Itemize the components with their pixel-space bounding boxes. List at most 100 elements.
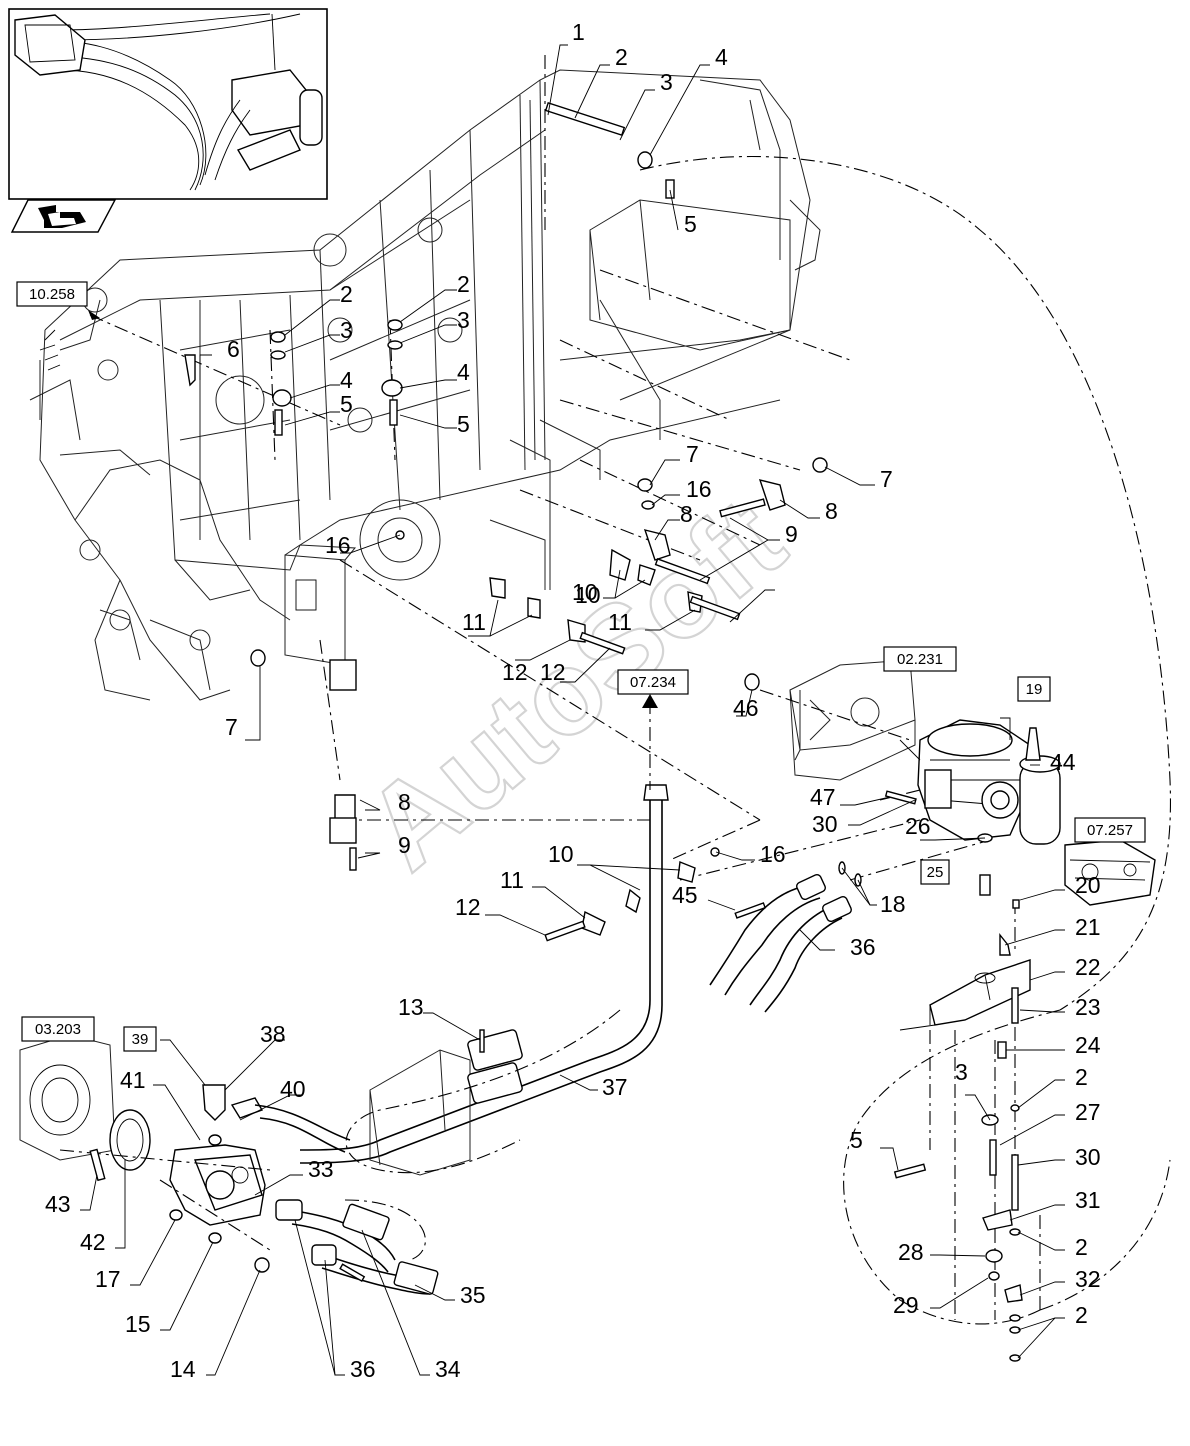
- reference-box-label: 19: [1026, 681, 1043, 698]
- callout-42: 42: [80, 1229, 106, 1255]
- callout-27: 27: [1075, 1099, 1101, 1125]
- callout-28: 28: [898, 1239, 924, 1265]
- callout-33: 33: [308, 1156, 334, 1182]
- callout-12: 12: [540, 659, 566, 685]
- hydraulic-pump-assembly: [899, 719, 1061, 845]
- callout-44: 44: [1050, 749, 1076, 775]
- reference-box-label: 25: [927, 864, 944, 881]
- callout-3: 3: [457, 307, 470, 333]
- callout-24: 24: [1075, 1032, 1101, 1058]
- reference-box-label: 07.234: [630, 674, 676, 691]
- callout-16: 16: [686, 476, 712, 502]
- callout-5: 5: [684, 211, 697, 237]
- callout-5: 5: [850, 1127, 863, 1153]
- mounting-plate-02-231: [789, 659, 916, 781]
- callout-8: 8: [825, 498, 838, 524]
- callout-16: 16: [760, 841, 786, 867]
- reference-box-03-203[interactable]: 03.203: [21, 1016, 95, 1042]
- gear-pump-lower-left: [19, 1034, 266, 1226]
- callout-2: 2: [340, 281, 353, 307]
- callout-20: 20: [1075, 872, 1101, 898]
- callout-36: 36: [350, 1356, 376, 1382]
- callout-4: 4: [715, 44, 728, 70]
- fasteners: [89, 101, 1023, 1362]
- callout-16: 16: [325, 532, 351, 558]
- callout-31: 31: [1075, 1187, 1101, 1213]
- callout-30: 30: [812, 811, 838, 837]
- callout-11: 11: [500, 867, 524, 893]
- hydraulic-lines: [254, 784, 852, 1295]
- callout-9: 9: [785, 521, 798, 547]
- callout-15: 15: [125, 1311, 151, 1337]
- callout-34: 34: [435, 1356, 461, 1382]
- callout-11: 11: [462, 609, 486, 635]
- callout-6: 6: [227, 336, 240, 362]
- reference-box-label: 07.257: [1087, 822, 1133, 839]
- reference-box-19[interactable]: 19: [1017, 676, 1051, 702]
- callout-2: 2: [1075, 1234, 1088, 1260]
- callout-5: 5: [340, 391, 353, 417]
- callout-7: 7: [880, 466, 893, 492]
- pipe-support-bracket: [369, 1029, 523, 1176]
- support-arm: [899, 959, 1031, 1320]
- watermark: AutoSoft: [342, 474, 808, 895]
- callout-26: 26: [905, 813, 931, 839]
- callout-leaders: [80, 44, 1065, 1376]
- callout-13: 13: [398, 994, 424, 1020]
- callout-11: 11: [608, 609, 632, 635]
- callout-43: 43: [45, 1191, 71, 1217]
- callout-40: 40: [280, 1076, 306, 1102]
- callout-38: 38: [260, 1021, 286, 1047]
- callout-14: 14: [170, 1356, 196, 1382]
- arrow-icon: [642, 694, 658, 708]
- callout-8: 8: [398, 789, 411, 815]
- callout-47: 47: [810, 784, 836, 810]
- callout-2: 2: [1075, 1302, 1088, 1328]
- reference-box-07-234[interactable]: 07.234: [617, 669, 689, 695]
- reference-box-25[interactable]: 25: [920, 859, 950, 885]
- callout-45: 45: [672, 882, 698, 908]
- arrow-icon: [88, 310, 100, 320]
- callout-4: 4: [457, 359, 470, 385]
- callout-10: 10: [572, 579, 598, 605]
- callout-7: 7: [686, 441, 699, 467]
- navigation-arrow-icon[interactable]: [10, 199, 117, 233]
- callout-3: 3: [660, 69, 673, 95]
- callout-3: 3: [955, 1059, 968, 1085]
- callout-3: 3: [340, 317, 353, 343]
- reference-box-39[interactable]: 39: [123, 1026, 157, 1052]
- reference-box-label: 03.203: [35, 1021, 81, 1038]
- callout-41: 41: [120, 1067, 146, 1093]
- callout-10: 10: [548, 841, 574, 867]
- callout-18: 18: [880, 891, 906, 917]
- callout-9: 9: [398, 832, 411, 858]
- callout-2: 2: [1075, 1064, 1088, 1090]
- combine-frame-structure: [29, 69, 821, 701]
- callout-37: 37: [602, 1074, 628, 1100]
- callout-36: 36: [850, 934, 876, 960]
- callout-5: 5: [457, 411, 470, 437]
- reference-box-label: 02.231: [897, 651, 943, 668]
- callout-4: 4: [340, 367, 353, 393]
- callout-21: 21: [1075, 914, 1101, 940]
- callout-29: 29: [893, 1292, 919, 1318]
- reference-box-label: 39: [132, 1031, 149, 1048]
- reference-box-10-258[interactable]: 10.258: [16, 281, 88, 307]
- callout-30: 30: [1075, 1144, 1101, 1170]
- reference-box-02-231[interactable]: 02.231: [883, 646, 957, 672]
- callout-2: 2: [615, 44, 628, 70]
- callout-35: 35: [460, 1282, 486, 1308]
- callout-46: 46: [733, 695, 759, 721]
- reference-box-07-257[interactable]: 07.257: [1074, 817, 1146, 843]
- reference-box-label: 10.258: [29, 286, 75, 303]
- callout-1: 1: [572, 19, 585, 45]
- inset-assembly-thumbnail: [8, 8, 328, 200]
- callout-32: 32: [1075, 1266, 1101, 1292]
- callout-2: 2: [457, 271, 470, 297]
- callout-17: 17: [95, 1266, 121, 1292]
- callout-23: 23: [1075, 994, 1101, 1020]
